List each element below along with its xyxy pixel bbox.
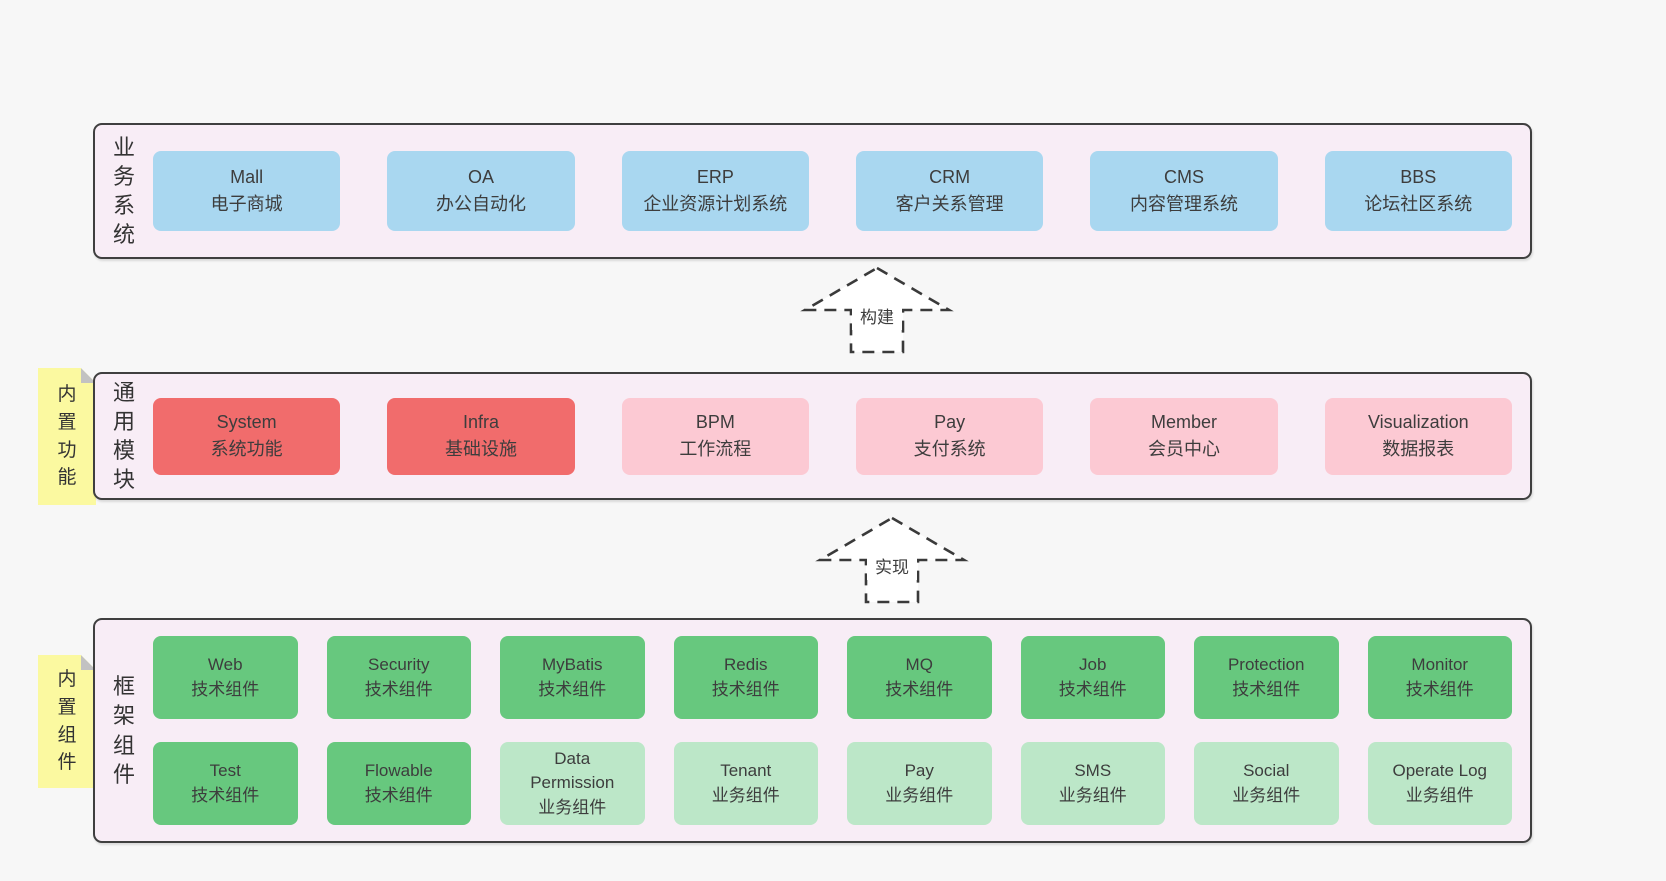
box-system: System 系统功能 — [153, 397, 341, 475]
box-operate-log: Operate Log 业务组件 — [1367, 742, 1512, 825]
box-erp: ERP 企业资源计划系统 — [621, 151, 809, 231]
layer-framework-components: 框架组件 Web 技术组件 Security 技术组件 MyBatis 技术组件… — [93, 618, 1532, 843]
box-member: Member 会员中心 — [1090, 397, 1278, 475]
arrow-label-bg — [867, 554, 917, 580]
layer-business-systems: 业务系统 Mall 电子商城 OA 办公自动化 ERP 企业资源计划系统 CRM… — [93, 123, 1532, 259]
box-job: Job 技术组件 — [1020, 636, 1165, 719]
layer-title-business: 业务系统 — [112, 134, 135, 248]
box-web: Web 技术组件 — [153, 636, 298, 719]
arrow-label-bg — [852, 304, 902, 330]
modules-box-row: System 系统功能 Infra 基础设施 BPM 工作流程 Pay 支付系统… — [153, 374, 1512, 498]
layer-common-modules: 通用模块 System 系统功能 Infra 基础设施 BPM 工作流程 Pay… — [93, 372, 1532, 500]
business-box-row: Mall 电子商城 OA 办公自动化 ERP 企业资源计划系统 CRM 客户关系… — [153, 125, 1512, 257]
sticky-note-label: 内置功能 — [57, 384, 77, 489]
box-mq: MQ 技术组件 — [847, 636, 992, 719]
components-rows: Web 技术组件 Security 技术组件 MyBatis 技术组件 Redi… — [153, 620, 1512, 841]
components-row-1: Web 技术组件 Security 技术组件 MyBatis 技术组件 Redi… — [153, 636, 1512, 719]
box-mybatis: MyBatis 技术组件 — [500, 636, 645, 719]
box-sms: SMS 业务组件 — [1020, 742, 1165, 825]
box-data-permission: Data Permission 业务组件 — [500, 742, 645, 825]
box-bbs: BBS 论坛社区系统 — [1324, 151, 1512, 231]
build-arrow-label: 构建 — [860, 308, 894, 327]
box-mall: Mall 电子商城 — [153, 151, 341, 231]
sticky-note-built-in-components: 内置组件 — [38, 655, 96, 788]
sticky-note-built-in-features: 内置功能 — [38, 368, 96, 505]
build-arrow: 构建 — [800, 266, 954, 354]
box-cms: CMS 内容管理系统 — [1090, 151, 1278, 231]
box-tenant: Tenant 业务组件 — [673, 742, 818, 825]
implement-arrow: 实现 — [815, 516, 969, 604]
box-test: Test 技术组件 — [153, 742, 298, 825]
layer-title-modules: 通用模块 — [112, 379, 135, 493]
box-social: Social 业务组件 — [1194, 742, 1339, 825]
implement-arrow-label: 实现 — [875, 558, 909, 577]
box-monitor: Monitor 技术组件 — [1367, 636, 1512, 719]
components-row-2: Test 技术组件 Flowable 技术组件 Data Permission … — [153, 742, 1512, 825]
box-visualization: Visualization 数据报表 — [1324, 397, 1512, 475]
box-flowable: Flowable 技术组件 — [326, 742, 471, 825]
box-protection: Protection 技术组件 — [1194, 636, 1339, 719]
box-redis: Redis 技术组件 — [673, 636, 818, 719]
box-pay-biz: Pay 业务组件 — [847, 742, 992, 825]
layer-title-components: 框架组件 — [112, 674, 135, 787]
box-bpm: BPM 工作流程 — [621, 397, 809, 475]
box-crm: CRM 客户关系管理 — [855, 151, 1044, 231]
box-oa: OA 办公自动化 — [387, 151, 575, 231]
box-infra: Infra 基础设施 — [387, 397, 575, 475]
box-pay-module: Pay 支付系统 — [855, 397, 1044, 475]
box-security: Security 技术组件 — [326, 636, 471, 719]
sticky-note-label: 内置组件 — [57, 669, 77, 774]
